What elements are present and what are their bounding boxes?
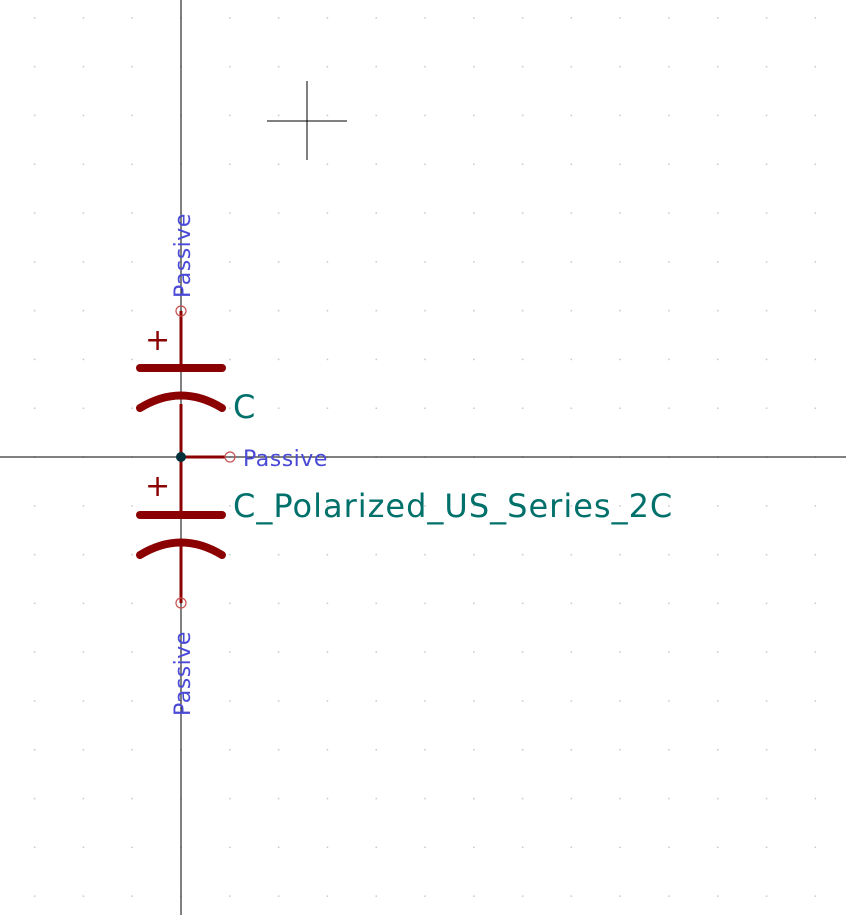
symbol-pins	[179, 311, 225, 603]
junction-dot-icon	[176, 452, 186, 462]
polarity-plus-bottom: +	[145, 469, 170, 504]
pin-top-end-icon[interactable]	[175, 305, 187, 317]
reference-field[interactable]: C	[233, 388, 256, 426]
capacitor-bottom-body[interactable]	[136, 511, 226, 559]
crosshair-cursor-icon	[267, 81, 347, 160]
pin-bottom-type-label: Passive	[171, 631, 196, 716]
pin-top-type-label: Passive	[171, 213, 196, 298]
capacitor-top-body[interactable]	[136, 364, 226, 412]
value-field[interactable]: C_Polarized_US_Series_2C	[233, 487, 673, 525]
polarity-plus-top: +	[145, 323, 170, 358]
pin-middle-end-icon[interactable]	[224, 451, 236, 463]
pin-bottom-end-icon[interactable]	[175, 597, 187, 609]
pin-middle-type-label: Passive	[243, 447, 328, 472]
